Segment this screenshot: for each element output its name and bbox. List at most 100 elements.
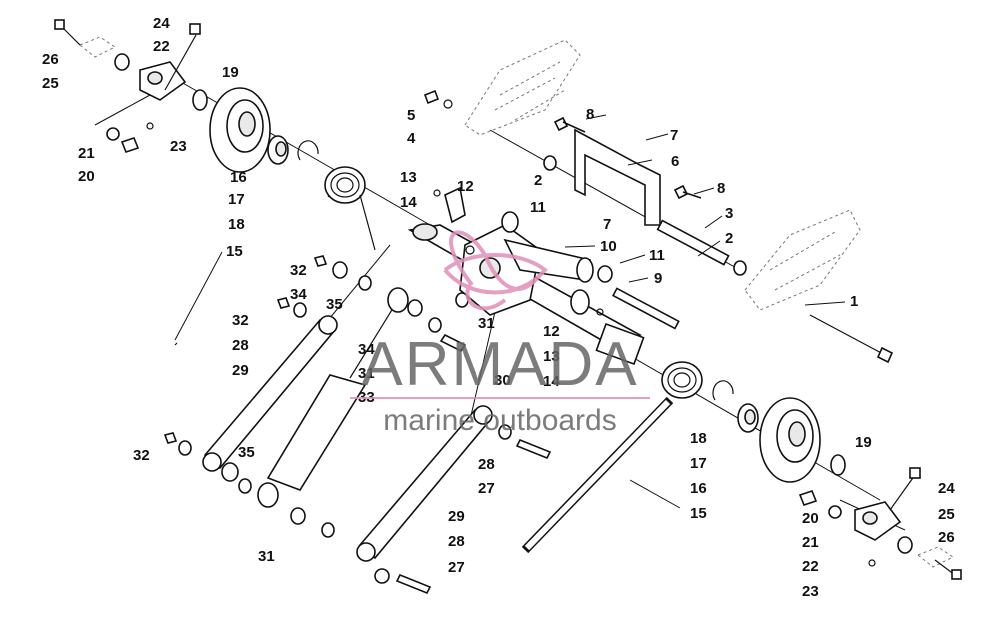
callout-22-lower: 22 xyxy=(802,558,819,575)
track-rail-lower xyxy=(744,209,861,311)
callout-23-upper: 23 xyxy=(170,138,187,155)
callout-9: 9 xyxy=(654,270,662,287)
callout-1: 1 xyxy=(850,293,858,310)
bushing-11-upper xyxy=(501,211,519,233)
callout-26-upper: 26 xyxy=(42,51,59,68)
callout-32-upper: 32 xyxy=(290,262,307,279)
callout-14-lower: 14 xyxy=(543,373,560,390)
callout-27-upper: 27 xyxy=(478,480,495,497)
shim-12-upper xyxy=(444,186,466,224)
hardware-cluster-left xyxy=(163,255,552,595)
bushing-11-lower xyxy=(597,265,613,283)
sleeve-14-lower xyxy=(595,322,645,366)
torsion-spring-left xyxy=(174,166,376,346)
callout-28-middle: 28 xyxy=(478,456,495,473)
bushing-12-lower xyxy=(570,289,590,315)
callout-34-lower: 34 xyxy=(358,341,375,358)
callout-6: 6 xyxy=(671,153,679,170)
callout-25-lower: 25 xyxy=(938,506,955,523)
callout-12-upper: 12 xyxy=(457,178,474,195)
callout-26-lower: 26 xyxy=(938,529,955,546)
callout-29-lower: 29 xyxy=(448,508,465,525)
torsion-spring-right xyxy=(521,361,703,554)
callout-23-lower: 23 xyxy=(802,583,819,600)
callout-24-upper: 24 xyxy=(153,15,170,32)
callout-13-upper: 13 xyxy=(400,169,417,186)
snap-ring-lower xyxy=(712,380,734,401)
track-rail-upper xyxy=(464,39,581,136)
bolt-8-lower xyxy=(673,184,702,200)
callout-27-lower: 27 xyxy=(448,559,465,576)
shock-absorber xyxy=(257,287,409,508)
callout-19-upper: 19 xyxy=(222,64,239,81)
callout-7-lower: 7 xyxy=(603,216,611,233)
callout-32-lower: 32 xyxy=(133,447,150,464)
callout-17-lower: 17 xyxy=(690,455,707,472)
pin-9 xyxy=(612,287,680,330)
callout-2-lower: 2 xyxy=(725,230,733,247)
callout-30: 30 xyxy=(494,372,511,389)
callout-25-upper: 25 xyxy=(42,75,59,92)
callout-34-upper: 34 xyxy=(290,286,307,303)
watermark-tagline: marine outboards xyxy=(383,404,616,437)
bearing-upper xyxy=(267,135,289,165)
callout-3: 3 xyxy=(725,205,733,222)
spacer-upper xyxy=(192,89,208,111)
callout-19-lower: 19 xyxy=(855,434,872,451)
callout-28-lower: 28 xyxy=(448,533,465,550)
callout-24-lower: 24 xyxy=(938,480,955,497)
washer-13-upper xyxy=(433,189,441,197)
callout-35-lower: 35 xyxy=(238,444,255,461)
callout-22-upper: 22 xyxy=(153,38,170,55)
callout-20-upper: 20 xyxy=(78,168,95,185)
callout-18-lower: 18 xyxy=(690,430,707,447)
bracket-assembly-lower-right xyxy=(798,467,962,580)
callout-11-upper: 11 xyxy=(530,199,546,216)
callout-16-upper: 16 xyxy=(230,169,247,186)
bearing-lower xyxy=(737,403,759,433)
callout-8-lower: 8 xyxy=(717,180,725,197)
callout-11-lower: 11 xyxy=(649,247,665,264)
cross-shaft-3 xyxy=(656,219,730,266)
bolt-8-upper xyxy=(553,116,586,133)
callout-leaders xyxy=(174,114,846,509)
washer-13-lower xyxy=(596,308,604,316)
callout-12-lower: 12 xyxy=(543,323,560,340)
support-bracket xyxy=(574,128,661,226)
link-arm-right xyxy=(356,405,493,562)
callout-31-upper: 31 xyxy=(478,315,495,332)
armada-logo-mark xyxy=(443,230,548,311)
callout-2-upper: 2 xyxy=(534,172,542,189)
callout-16-lower: 16 xyxy=(690,480,707,497)
callout-8-upper: 8 xyxy=(586,106,594,123)
link-arm-left xyxy=(202,315,338,472)
callout-7-upper: 7 xyxy=(670,127,678,144)
callout-18-upper: 18 xyxy=(228,216,245,233)
callout-21-lower: 21 xyxy=(802,534,819,551)
callout-21-upper: 21 xyxy=(78,145,95,162)
callout-28-upper: 28 xyxy=(232,337,249,354)
bolt-5 xyxy=(423,89,440,105)
callout-4: 4 xyxy=(407,130,416,147)
long-bolt-1-head xyxy=(876,346,894,364)
callout-5: 5 xyxy=(407,107,415,124)
idler-wheel-lower xyxy=(759,397,821,483)
callout-13-lower: 13 xyxy=(543,348,560,365)
bracket-assembly-upper-left xyxy=(54,19,201,153)
callout-labels: 1 2 2 3 4 5 6 7 7 8 8 9 10 11 11 12 12 1… xyxy=(42,15,955,600)
watermark-brand: ARMADA xyxy=(361,330,638,399)
callout-32-middle: 32 xyxy=(232,312,249,329)
callout-10: 10 xyxy=(600,238,617,255)
callout-14-upper: 14 xyxy=(400,194,417,211)
callout-15-upper: 15 xyxy=(226,243,243,260)
snap-ring-upper xyxy=(297,140,319,161)
idler-wheel-upper xyxy=(209,87,271,173)
spacer-2-lower xyxy=(733,260,747,276)
callout-35-upper: 35 xyxy=(326,296,343,313)
callout-15-lower: 15 xyxy=(690,505,707,522)
callout-29-upper: 29 xyxy=(232,362,249,379)
callout-31-lower: 31 xyxy=(258,548,275,565)
callout-20-lower: 20 xyxy=(802,510,819,527)
callout-17-upper: 17 xyxy=(228,191,245,208)
